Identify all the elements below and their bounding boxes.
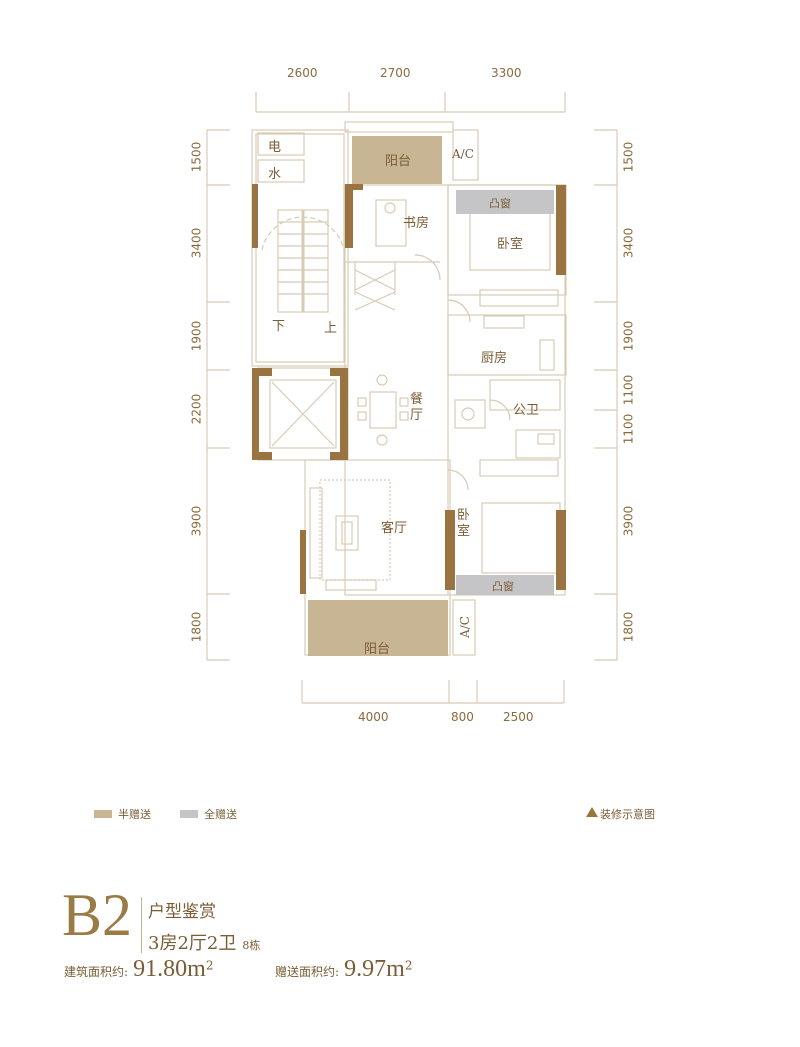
room-water: 水	[268, 167, 282, 182]
room-balcony-bottom: 阳台	[364, 642, 391, 657]
bottom-dim-2: 800	[451, 710, 474, 724]
right-dim-3: 1900	[621, 320, 636, 352]
legend-half-gift-label: 半赠送	[118, 808, 151, 821]
building-area-label: 建筑面积约:	[64, 965, 129, 979]
label-up: 上	[324, 321, 338, 336]
gift-area-value: 9.97m	[344, 956, 405, 982]
room-kitchen: 厨房	[481, 351, 508, 366]
legend-full-gift-label: 全赠送	[204, 808, 237, 821]
right-dim-6: 3900	[621, 505, 636, 537]
right-dim-4: 1100	[621, 374, 636, 406]
unit-code: B2	[62, 882, 133, 948]
left-dim-6: 1800	[189, 611, 204, 643]
left-dim-4: 2200	[189, 393, 204, 425]
room-ac-top: A/C	[452, 147, 474, 161]
bottom-dim-3: 2500	[503, 710, 534, 724]
room-bedroom-top: 卧室	[497, 237, 524, 252]
bottom-dim-1: 4000	[358, 710, 389, 724]
room-ac-bottom: A/C	[457, 616, 472, 638]
room-dining: 餐厅	[410, 392, 424, 423]
bay-window-bottom-fill	[456, 575, 554, 595]
unit-layout-line: 3房2厅2卫 8栋	[148, 929, 260, 955]
full-gift-swatch	[180, 810, 198, 818]
area-unit-sup: 2	[205, 958, 214, 973]
building-area: 建筑面积约: 91.80m2	[64, 956, 213, 983]
unit-layout: 3房2厅2卫	[148, 933, 237, 954]
room-bay-window-top: 凸窗	[489, 197, 511, 210]
room-bay-window-bottom: 凸窗	[492, 580, 514, 593]
triangle-icon	[586, 807, 598, 817]
room-public-bath: 公卫	[513, 403, 540, 418]
left-dim-1: 1500	[189, 141, 204, 173]
unit-building: 8栋	[242, 939, 261, 952]
room-study: 书房	[403, 216, 430, 231]
building-area-value: 91.80m	[133, 956, 206, 982]
right-dim-2: 3400	[621, 227, 636, 259]
left-dim-2: 3400	[189, 227, 204, 259]
legend-half-gift: 半赠送	[94, 806, 151, 822]
half-gift-swatch	[94, 810, 112, 818]
room-bedroom-bottom: 卧室	[457, 508, 471, 539]
bay-window-top-fill	[456, 190, 554, 214]
unit-subtitle: 户型鉴赏	[148, 902, 216, 922]
legend-decoration-note: 装修示意图	[600, 806, 655, 822]
right-dim-7: 1800	[621, 611, 636, 643]
title-divider	[141, 897, 142, 953]
right-dim-1: 1500	[621, 141, 636, 173]
top-dim-1: 2600	[287, 66, 318, 80]
label-down: 下	[272, 319, 286, 334]
left-dim-5: 3900	[189, 505, 204, 537]
top-dim-2: 2700	[380, 66, 411, 80]
gift-unit-sup: 2	[404, 958, 413, 973]
gift-area: 赠送面积约: 9.97m2	[275, 956, 412, 983]
balcony-bottom-fill	[308, 600, 448, 656]
room-living: 客厅	[381, 521, 408, 536]
right-dim-5: 1100	[621, 413, 636, 445]
left-dim-3: 1900	[189, 320, 204, 352]
decoration-note-label: 装修示意图	[600, 808, 655, 821]
top-dim-3: 3300	[491, 66, 522, 80]
legend-full-gift: 全赠送	[180, 806, 237, 822]
balcony-top-fill	[352, 136, 442, 184]
room-balcony-top: 阳台	[385, 154, 412, 169]
room-electric: 电	[268, 140, 282, 155]
gift-area-label: 赠送面积约:	[275, 965, 340, 979]
